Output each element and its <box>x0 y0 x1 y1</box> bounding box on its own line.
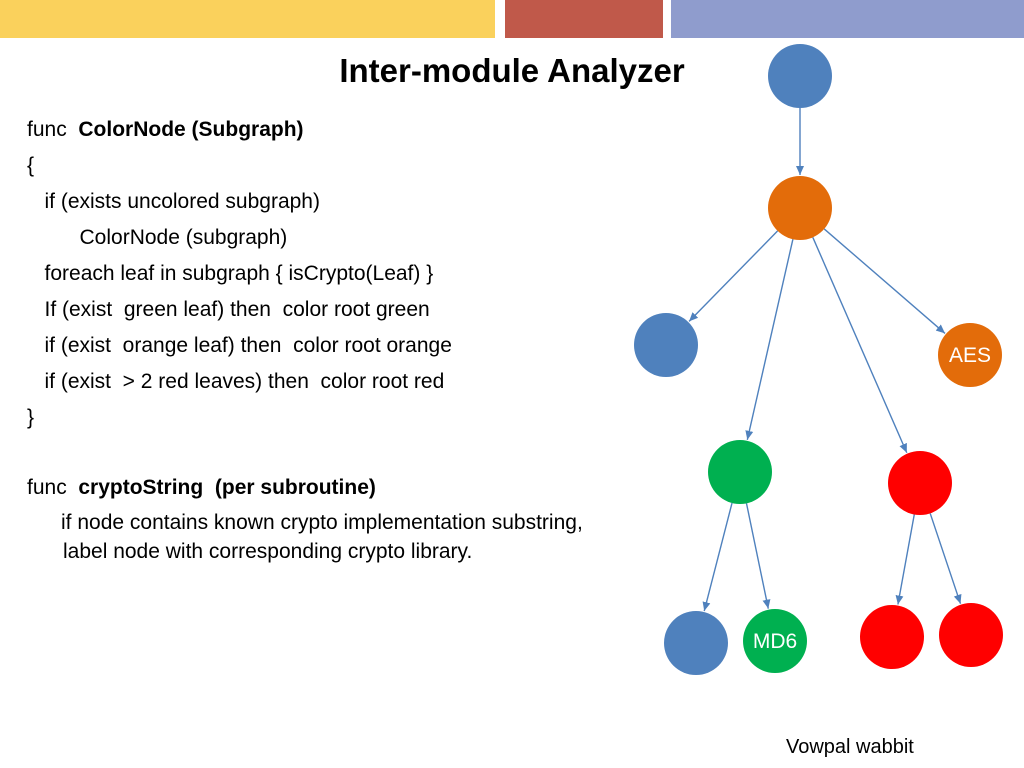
node-leaf-blue-2 <box>664 611 728 675</box>
node-root <box>768 44 832 108</box>
func2-name: cryptoString (per subroutine) <box>78 476 376 499</box>
footer-caption: Vowpal wabbit <box>786 736 914 758</box>
edge-mid-green-to-leaf-md6 <box>745 503 771 609</box>
edge-mid-red-to-leaf-red-1 <box>895 514 915 605</box>
func1-header: func ColorNode (Subgraph) <box>27 112 608 148</box>
func1-keyword: func <box>27 118 79 141</box>
code-line-green: If (exist green leaf) then color root gr… <box>27 298 430 321</box>
edge-mid-orange-to-leaf-blue <box>688 230 779 322</box>
edge-mid-green-to-leaf-blue-2 <box>702 502 733 612</box>
header-bar-yellow <box>0 0 495 38</box>
header-bar-red <box>505 0 663 38</box>
edge-mid-orange-to-leaf-aes <box>823 228 946 334</box>
pseudocode-block: func ColorNode (Subgraph) { if (exists u… <box>27 112 608 566</box>
node-leaf-aes <box>938 323 1002 387</box>
edge-mid-red-to-leaf-red-2 <box>929 513 962 604</box>
node-label-leaf-md6: MD6 <box>753 630 797 653</box>
code-line-red: if (exist > 2 red leaves) then color roo… <box>27 370 445 393</box>
node-leaf-red-1 <box>860 605 924 669</box>
code-line-orange: if (exist orange leaf) then color root o… <box>27 334 452 357</box>
node-leaf-md6 <box>743 609 807 673</box>
node-leaf-blue <box>634 313 698 377</box>
func2-header: func cryptoString (per subroutine) <box>27 470 608 506</box>
code-line-colornode: ColorNode (subgraph) <box>27 226 288 249</box>
node-mid-green <box>708 440 772 504</box>
node-label-leaf-aes: AES <box>949 344 991 367</box>
func2-keyword: func <box>27 476 79 499</box>
node-leaf-red-2 <box>939 603 1003 667</box>
close-brace: } <box>27 406 35 429</box>
code-line-foreach: foreach leaf in subgraph { isCrypto(Leaf… <box>27 262 434 285</box>
edge-mid-orange-to-mid-red <box>812 237 908 454</box>
open-brace: { <box>27 154 35 177</box>
code-line-if: if (exists uncolored subgraph) <box>27 190 320 213</box>
func2-body: if node contains known crypto implementa… <box>61 511 583 563</box>
slide-title: Inter-module Analyzer <box>339 52 685 89</box>
edge-mid-orange-to-mid-green <box>745 239 794 440</box>
header-bar-blue <box>671 0 1024 38</box>
func1-name: ColorNode (Subgraph) <box>78 118 304 141</box>
node-mid-red <box>888 451 952 515</box>
node-mid-orange <box>768 176 832 240</box>
